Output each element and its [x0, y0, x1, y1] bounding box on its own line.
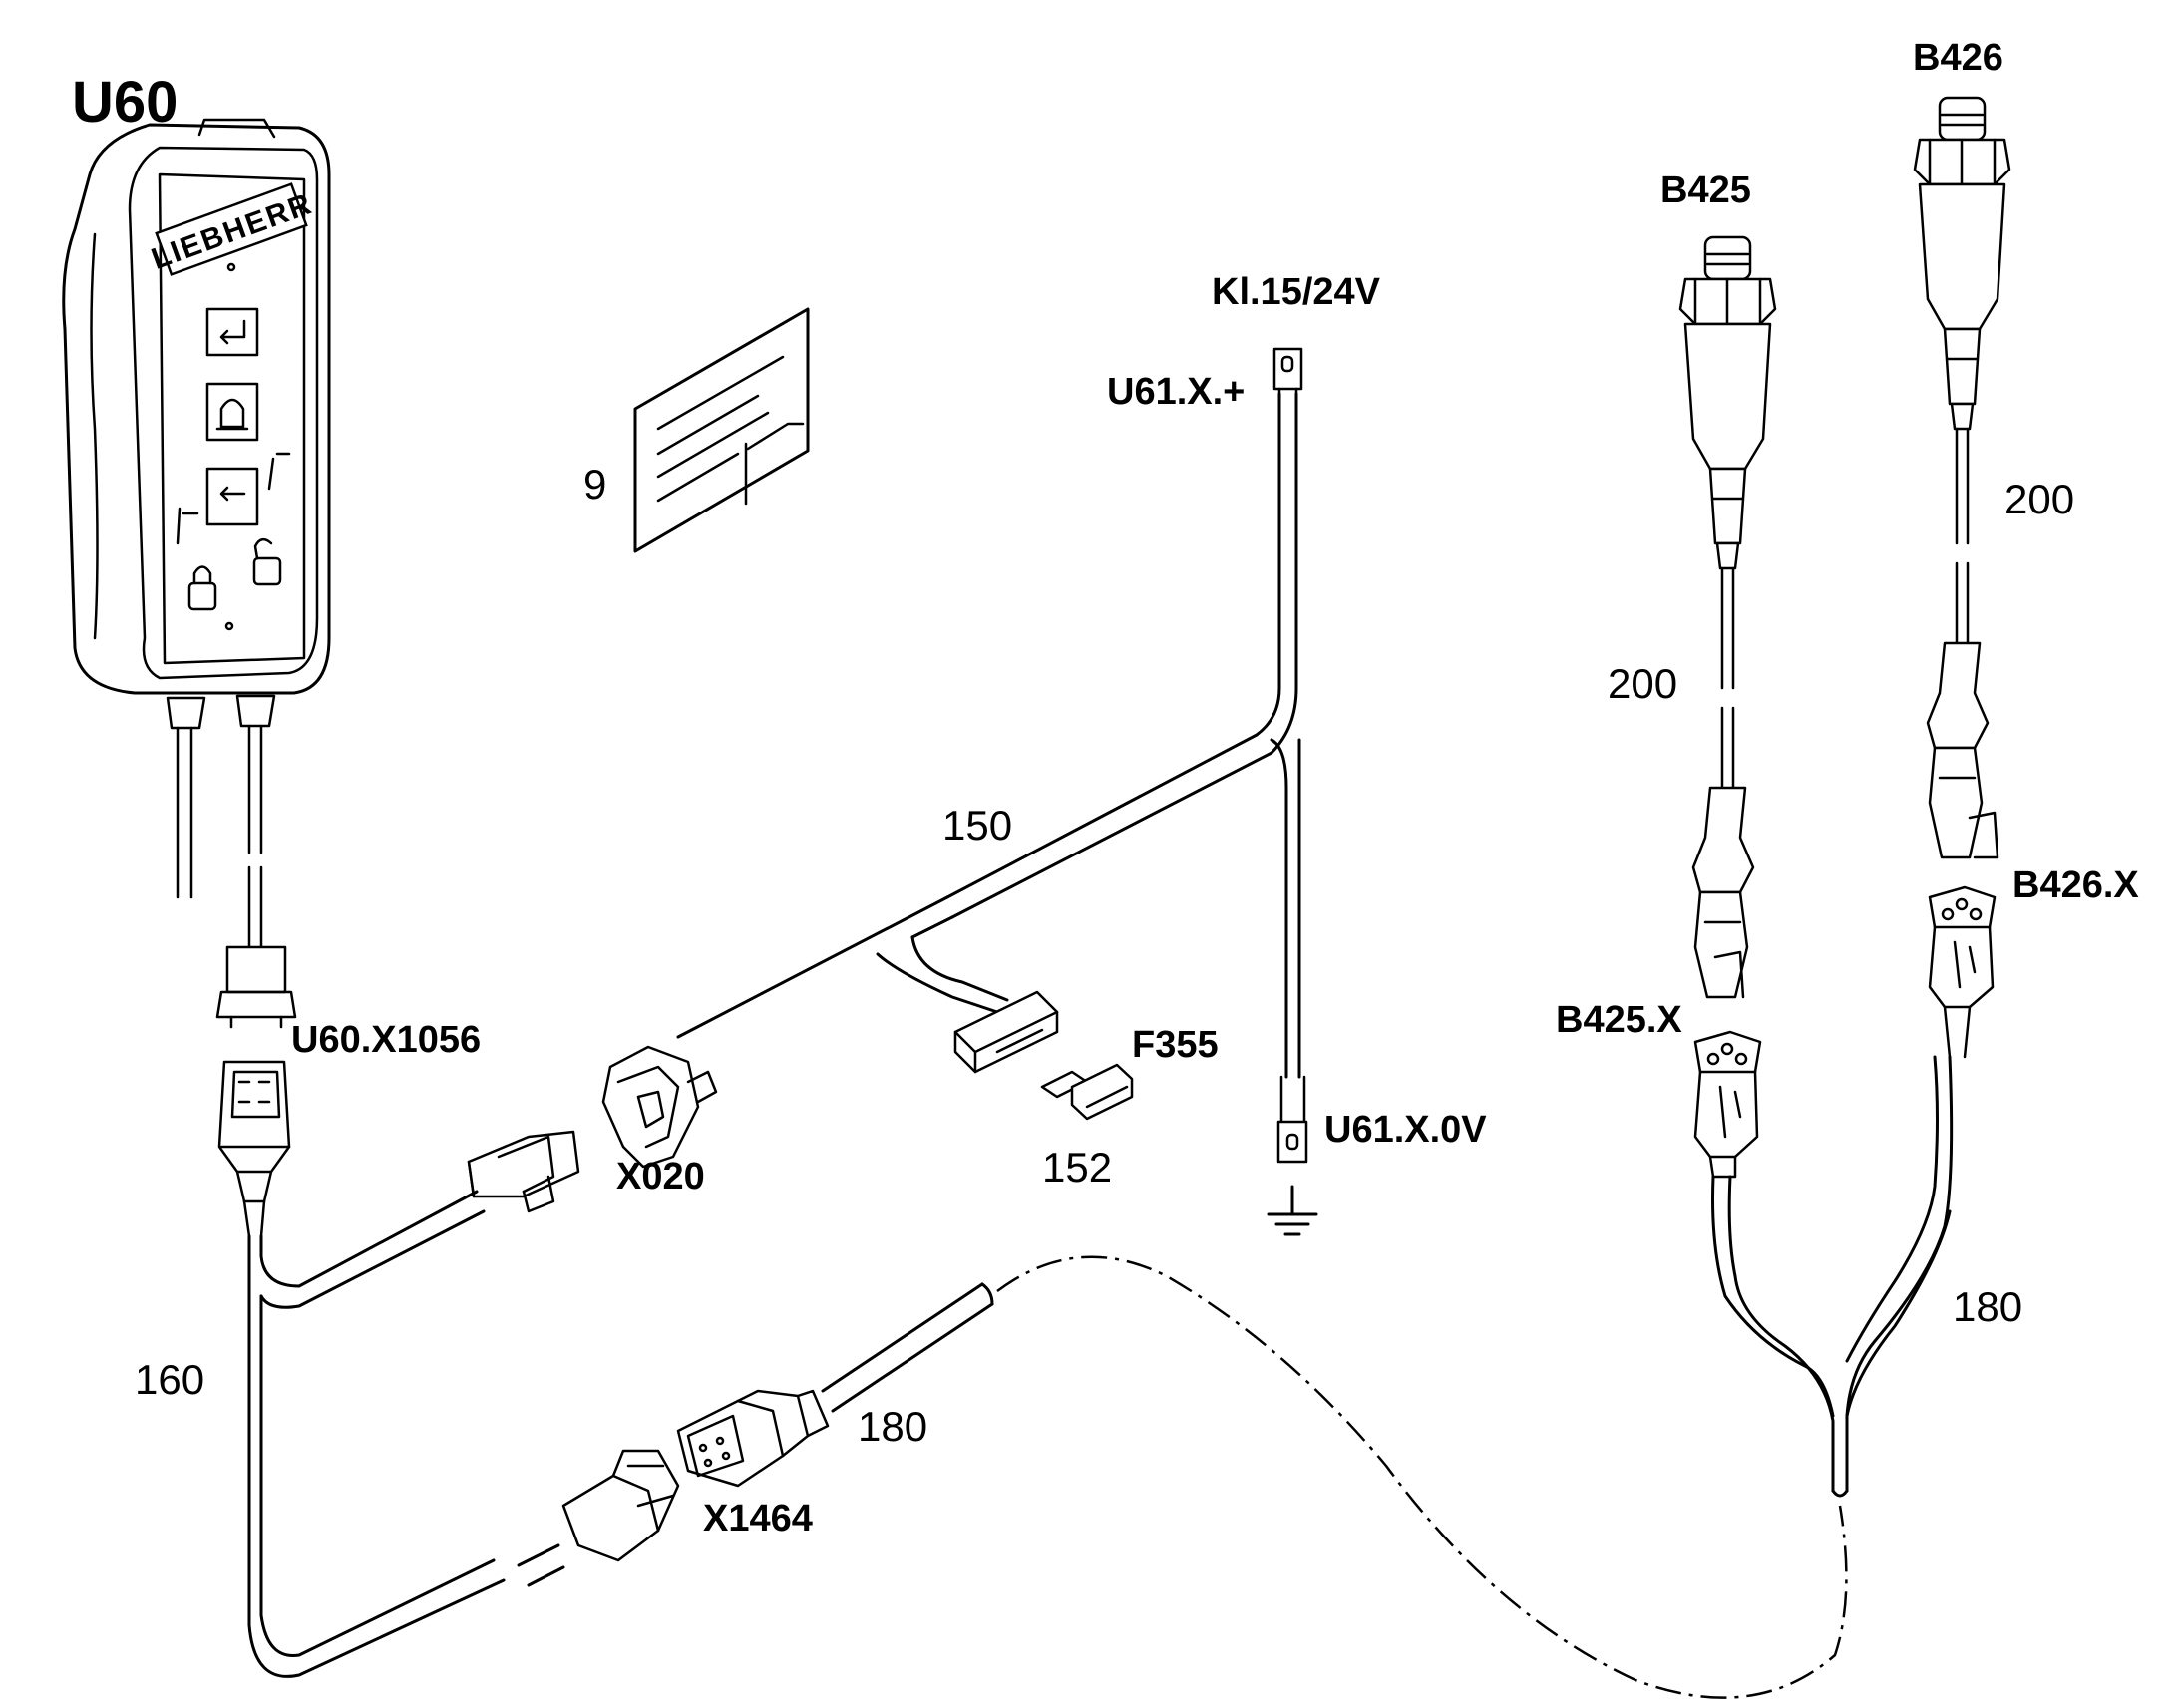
label-length-150: 150	[942, 802, 1012, 849]
harness-wires	[676, 392, 1301, 1079]
connector-x1464-mate	[561, 1449, 680, 1562]
cable-180-left	[821, 1282, 994, 1413]
label-kl15-24v: Kl.15/24V	[1212, 271, 1381, 313]
enter-button-icon	[205, 307, 259, 357]
cable-continuation-dashed	[996, 1255, 1848, 1699]
connector-x020-mate	[467, 1130, 580, 1213]
connector-b426x	[1928, 885, 1997, 1059]
label-doc-ref: 9	[583, 461, 606, 508]
lock-icon	[187, 565, 217, 611]
document-sheet	[633, 307, 810, 553]
label-f355: F355	[1132, 1024, 1219, 1066]
label-length-200-b425: 200	[1608, 660, 1677, 707]
label-b425x: B425.X	[1556, 999, 1682, 1041]
label-length-180-right: 180	[1953, 1283, 2022, 1330]
ring-terminal-u61-0v	[1276, 1075, 1308, 1164]
label-x1464: X1464	[703, 1498, 813, 1539]
cable-160	[247, 1190, 565, 1678]
label-b425: B425	[1660, 170, 1751, 211]
label-u60-x1056: U60.X1056	[291, 1019, 481, 1061]
fuse	[1040, 1063, 1134, 1121]
ring-terminal-u61-plus	[1272, 347, 1303, 401]
label-length-200-b426: 200	[2004, 476, 2074, 522]
cable-180-right	[1711, 1055, 1954, 1498]
label-u61-plus: U61.X.+	[1107, 371, 1245, 413]
pressure-sensor-b426	[1913, 96, 2011, 859]
ground-icon	[1267, 1185, 1318, 1236]
unlock-icon	[252, 537, 282, 586]
connector-x020	[601, 1045, 718, 1169]
back-button-icon	[205, 467, 259, 526]
u60-control-unit: LIEBHERR	[62, 118, 331, 1029]
pressure-sensor-b425	[1678, 235, 1777, 999]
label-b426x: B426.X	[2012, 864, 2139, 906]
connector-x1464	[676, 1389, 830, 1488]
connector-u60-x1056	[217, 1060, 291, 1238]
label-x020: X020	[616, 1156, 705, 1197]
label-length-180-left: 180	[858, 1403, 927, 1450]
label-u61-0v: U61.X.0V	[1324, 1109, 1487, 1151]
label-length-152: 152	[1042, 1144, 1112, 1191]
label-u60: U60	[72, 70, 178, 135]
label-b426: B426	[1913, 37, 2003, 79]
connector-b425x	[1693, 1030, 1762, 1179]
bell-button-icon	[205, 382, 259, 442]
fuse-holder	[953, 990, 1059, 1074]
label-length-160: 160	[135, 1356, 204, 1403]
